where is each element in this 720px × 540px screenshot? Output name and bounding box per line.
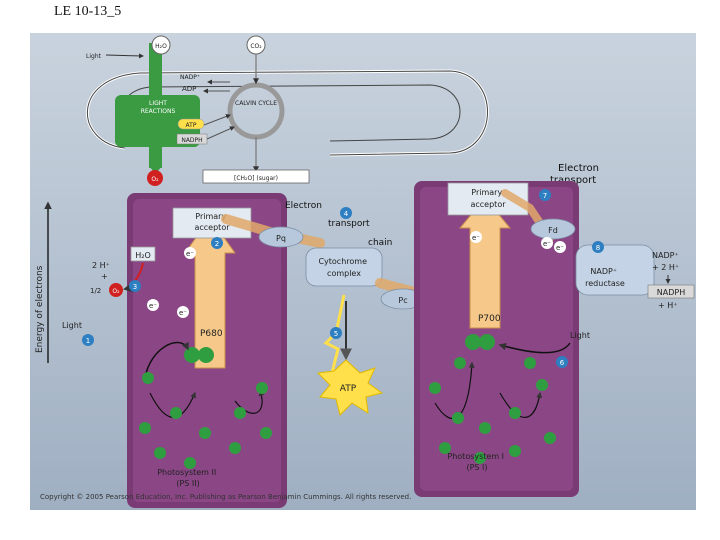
- copyright-notice: Copyright © 2005 Pearson Education, Inc.…: [40, 493, 412, 501]
- cytochrome-complex-label: Cytochrome complex: [318, 257, 369, 278]
- fd-electron-1: e⁻: [543, 240, 551, 248]
- energy-axis-label: Energy of electrons: [35, 265, 45, 353]
- ps2-plus-label: +: [101, 272, 108, 281]
- inset-atp-label: ATP: [186, 122, 197, 129]
- ps2-light-label: Light: [62, 321, 82, 330]
- pc-label: Pc: [398, 296, 407, 305]
- step-2: 2: [215, 240, 219, 248]
- inset-o2-label: O₂: [151, 176, 159, 183]
- ps2-two-h-label: 2 H⁺: [92, 261, 110, 270]
- ps2-h2o-label: H₂O: [135, 251, 151, 260]
- inset-sugar-label: [CH₂O] (sugar): [234, 175, 278, 182]
- inset-nadp-label: NADP⁺: [180, 74, 200, 81]
- photosystem-i: Electron transport chain Primary accepto…: [414, 163, 615, 497]
- ps2-o2-label: O₂: [112, 288, 120, 295]
- step-8: 8: [596, 244, 600, 252]
- ps1-light-label: Light: [570, 331, 590, 340]
- step-4: 4: [344, 210, 349, 218]
- step-6: 6: [560, 359, 565, 367]
- ps2-electron-1: e⁻: [179, 309, 187, 317]
- plus-2h-label: + 2 H⁺: [652, 263, 679, 272]
- inset-adp-label: ADP: [182, 85, 196, 93]
- etc-label-1: Electron: [285, 201, 322, 211]
- plus-h-label: + H⁺: [658, 301, 677, 310]
- step-3: 3: [133, 283, 137, 291]
- slide-title: LE 10-13_5: [54, 4, 122, 19]
- ps2-half-label: 1/2: [90, 287, 101, 295]
- ps2-p680-label: P680: [200, 329, 223, 339]
- ps2-electron-3: e⁻: [149, 302, 157, 310]
- nadp-reductase-label: NADP⁺ reductase: [585, 267, 625, 288]
- pq-label: Pq: [276, 234, 286, 243]
- step-badges: 1 2 3 4 5 6 7 8: [82, 189, 604, 368]
- ps2-electron-2: e⁻: [186, 250, 194, 258]
- etc-label-2: transport: [328, 219, 370, 229]
- step-5: 5: [334, 330, 338, 338]
- ps1-primary-acceptor: Primary acceptor: [470, 188, 506, 209]
- inset-calvin-cycle-label: CALVIN CYCLE: [235, 100, 277, 107]
- inset-co2-label: CO₂: [250, 43, 262, 50]
- ps1-electron-1: e⁻: [472, 234, 480, 242]
- inset-nadph-label: NADPH: [181, 137, 202, 144]
- atp-label: ATP: [340, 384, 357, 394]
- inset-light-label: Light: [86, 53, 102, 60]
- ps1-name: Photosystem I (PS I): [447, 452, 506, 472]
- ps1-p700-label: P700: [478, 314, 501, 324]
- fd-electron-2: e⁻: [556, 244, 564, 252]
- etc-label-3: chain: [368, 238, 392, 248]
- nadp-plus-label: NADP⁺: [652, 251, 679, 260]
- step-7: 7: [543, 192, 547, 200]
- ps2-name: Photosystem II (PS II): [157, 468, 219, 488]
- fd-label: Fd: [548, 226, 558, 235]
- step-1: 1: [86, 337, 90, 345]
- inset-h2o-label: H₂O: [155, 43, 167, 50]
- photosystem-ii: Primary acceptor H₂O e⁻ e⁻ e⁻ P680 Photo…: [62, 193, 287, 508]
- etc2-label-b: transport: [550, 175, 596, 186]
- nadp-reduction: Fd e⁻ e⁻ NADP⁺ reductase NADP⁺ + 2 H⁺ NA…: [501, 189, 695, 310]
- ps2-primary-acceptor: Primary acceptor: [194, 212, 230, 232]
- etc2-label: Electron: [558, 163, 599, 174]
- nadph-label: NADPH: [657, 288, 685, 297]
- atp-burst: ATP: [316, 294, 384, 416]
